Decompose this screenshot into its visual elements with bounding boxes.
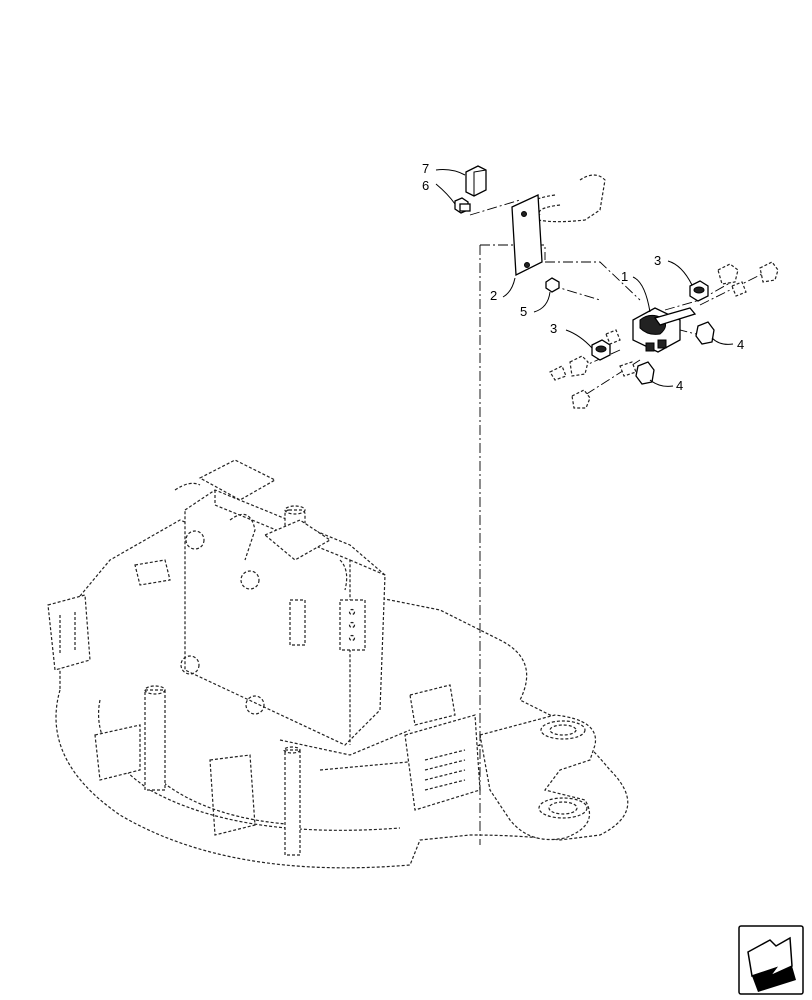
part-7-cap [465, 165, 487, 197]
callout-leaders [435, 169, 734, 387]
callout-5: 5 [520, 304, 527, 319]
part-1-valve [632, 307, 697, 353]
fittings-ghost [549, 261, 779, 409]
machine-frame-ghost [47, 174, 629, 869]
part-6-fitting [454, 197, 471, 214]
callout-labels: 7 6 2 5 1 3 3 4 4 [422, 161, 744, 393]
callout-3-lower: 3 [550, 321, 557, 336]
part-5-bolt [545, 277, 560, 293]
part-3-adapter-lower [591, 339, 611, 361]
callout-4-lower: 4 [676, 378, 683, 393]
callout-7: 7 [422, 161, 429, 176]
callout-3-upper: 3 [654, 253, 661, 268]
callout-6: 6 [422, 178, 429, 193]
part-4-elbow-right [695, 321, 715, 345]
callout-2: 2 [490, 288, 497, 303]
callout-4-right: 4 [737, 337, 744, 352]
next-page-arrow-icon[interactable] [738, 925, 804, 995]
part-3-adapter-upper [689, 280, 709, 302]
part-2-bracket [511, 194, 543, 277]
callout-1: 1 [621, 269, 628, 284]
